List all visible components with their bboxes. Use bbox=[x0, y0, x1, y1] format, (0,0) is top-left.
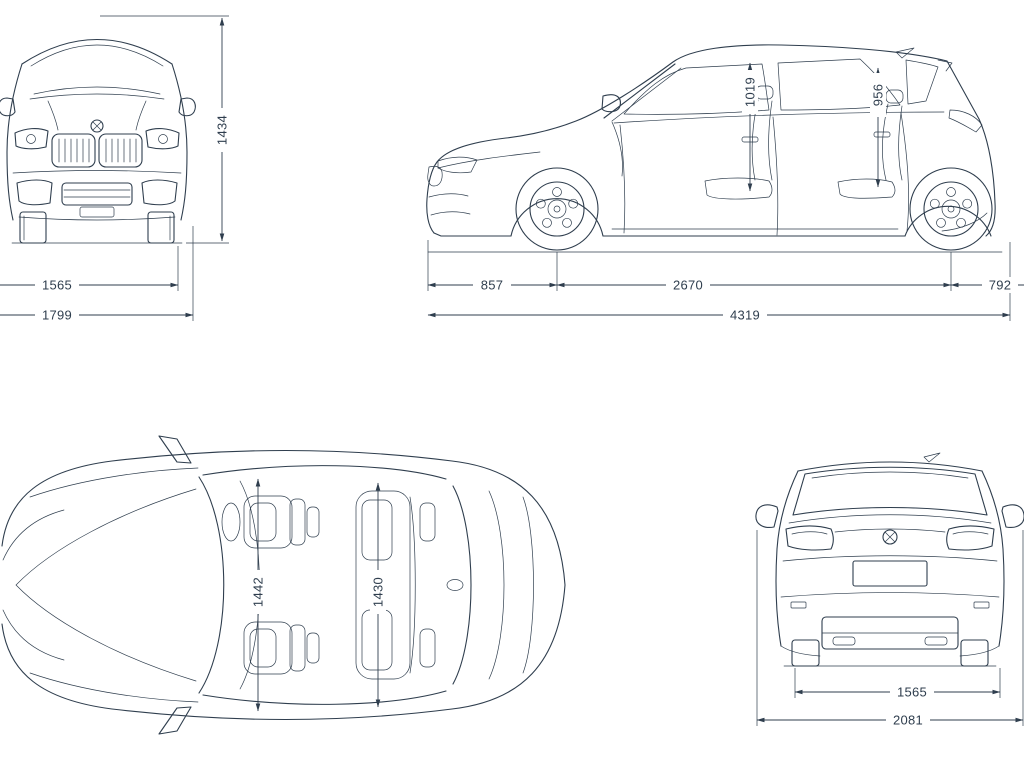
headlight bbox=[437, 156, 478, 174]
steering-wheel bbox=[221, 502, 241, 542]
top-mirror-right bbox=[158, 706, 192, 735]
front-height-dimension: 1434 bbox=[100, 15, 230, 244]
front-track-value: 1565 bbox=[42, 278, 72, 293]
front-interior-width-label: 1442 bbox=[250, 570, 266, 614]
overall-height-label: 1434 bbox=[214, 108, 230, 152]
front-view-car-drawing bbox=[0, 38, 196, 244]
front-interior-height-dimension: 1019 bbox=[742, 62, 758, 192]
kidney-grille bbox=[51, 133, 143, 168]
brand-roundel bbox=[90, 119, 104, 133]
rear-interior-width-label: 1430 bbox=[370, 570, 386, 614]
rear-width-label: 2081 bbox=[886, 712, 930, 728]
side-view-car-drawing bbox=[426, 44, 1003, 253]
top-view-car-drawing bbox=[1, 435, 566, 735]
license-plate-recess bbox=[852, 560, 928, 587]
rear-wheel-left bbox=[791, 639, 820, 667]
rear-track-dimension: 1565 bbox=[794, 668, 1001, 700]
headlights bbox=[14, 128, 180, 150]
antenna-fin bbox=[923, 452, 941, 463]
driver-seat bbox=[243, 495, 320, 549]
length-dimensions: 857 2670 792 4319 bbox=[427, 240, 1024, 323]
side-mirror bbox=[601, 94, 621, 113]
front-interior-height-label: 1019 bbox=[742, 70, 758, 114]
overall-height-value: 1434 bbox=[215, 115, 230, 145]
front-overhang-label: 857 bbox=[473, 277, 511, 293]
front-interior-width-value: 1442 bbox=[251, 577, 266, 607]
front-track-label: 1565 bbox=[35, 277, 79, 293]
top-view: 1442 1430 bbox=[1, 435, 566, 735]
side-view: 1019 956 857 2670 bbox=[426, 44, 1024, 323]
front-width-label: 1799 bbox=[35, 307, 79, 323]
rear-wheel-right bbox=[960, 639, 989, 667]
rear-seat bbox=[837, 89, 904, 199]
rear-interior-width-dimension: 1430 bbox=[370, 482, 386, 708]
rear-interior-height-value: 956 bbox=[871, 84, 886, 107]
rear-mirror-right bbox=[1001, 504, 1024, 528]
overall-length-value: 4319 bbox=[730, 308, 760, 323]
roof-antenna bbox=[446, 579, 464, 591]
rear-overhang-label: 792 bbox=[982, 277, 1018, 293]
left-mirror bbox=[0, 97, 16, 117]
rear-view-car-drawing bbox=[755, 452, 1024, 667]
rear-interior-height-label: 956 bbox=[870, 73, 886, 117]
overall-length-label: 4319 bbox=[723, 307, 767, 323]
front-view: 1434 1565 1799 bbox=[0, 15, 230, 323]
front-width-value: 1799 bbox=[42, 308, 72, 323]
front-track-dimension: 1565 bbox=[0, 246, 179, 293]
brand-roundel bbox=[882, 529, 898, 545]
rear-mirror-left bbox=[755, 504, 779, 528]
front-bumper-intakes bbox=[16, 179, 178, 218]
antenna-fin bbox=[895, 47, 915, 59]
rear-width-dimension: 2081 bbox=[756, 530, 1024, 728]
rear-wheel bbox=[909, 167, 993, 251]
rear-track-value: 1565 bbox=[897, 685, 927, 700]
rear-view: 1565 2081 bbox=[755, 452, 1024, 728]
front-seat bbox=[704, 85, 774, 200]
rear-width-value: 2081 bbox=[893, 713, 923, 728]
front-overhang-value: 857 bbox=[481, 278, 504, 293]
front-interior-height-value: 1019 bbox=[743, 77, 758, 107]
diffuser bbox=[821, 616, 959, 650]
wheelbase-label: 2670 bbox=[666, 277, 710, 293]
passenger-seat bbox=[243, 621, 320, 675]
wheelbase-value: 2670 bbox=[673, 278, 703, 293]
taillights bbox=[785, 525, 995, 551]
rear-interior-height-dimension: 956 bbox=[870, 67, 886, 188]
right-mirror bbox=[178, 97, 196, 117]
rear-track-label: 1565 bbox=[890, 684, 934, 700]
taillight bbox=[948, 109, 983, 133]
rear-overhang-value: 792 bbox=[989, 278, 1012, 293]
rear-door-handle bbox=[873, 131, 891, 138]
rear-bench bbox=[355, 490, 436, 680]
front-interior-width-dimension: 1442 bbox=[250, 478, 266, 712]
front-wheel bbox=[515, 167, 599, 251]
front-width-dimension: 1799 bbox=[0, 226, 194, 323]
rear-interior-width-value: 1430 bbox=[371, 577, 386, 607]
top-mirror-left bbox=[158, 435, 192, 464]
